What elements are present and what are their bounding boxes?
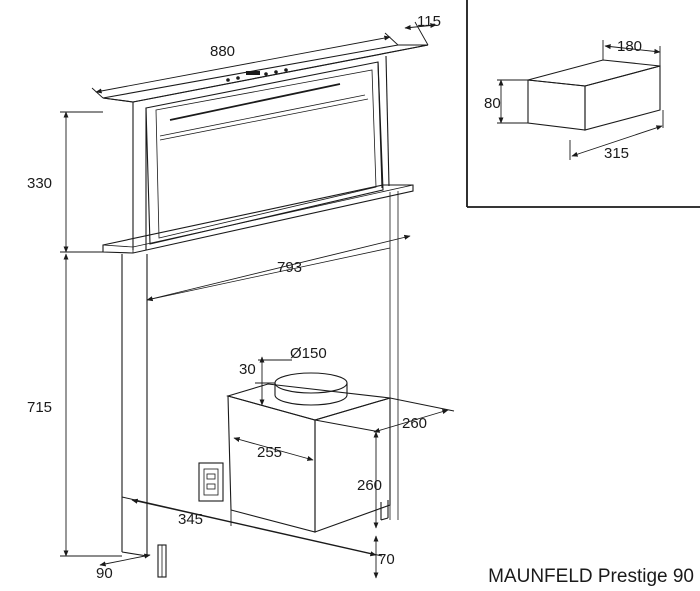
dim-inner-width: 793 <box>277 259 302 276</box>
dim-hood-height: 330 <box>27 175 52 192</box>
dim-column-height: 715 <box>27 399 52 416</box>
inset-dim-length: 315 <box>604 145 629 162</box>
dim-base-depth: 90 <box>96 565 113 582</box>
dim-motor-offset: 345 <box>178 511 203 528</box>
motor-unit <box>198 372 391 533</box>
dim-motor-depth: 260 <box>402 415 427 432</box>
dimension-lines <box>60 21 455 579</box>
dimension-labels: 880 115 330 793 715 90 345 255 260 260 Ø… <box>27 13 441 582</box>
dim-hood-depth: 115 <box>417 13 441 30</box>
dim-motor-height: 260 <box>357 477 382 494</box>
inset-dim-width: 180 <box>617 38 642 55</box>
inset-panel: 180 80 315 <box>466 0 700 208</box>
inset-dim-height: 80 <box>484 95 501 112</box>
dim-foot-height: 70 <box>378 551 395 568</box>
dim-outlet-height: 30 <box>239 361 256 378</box>
dim-motor-width: 255 <box>257 444 282 461</box>
hood-body <box>102 44 429 254</box>
dim-hood-width: 880 <box>210 43 235 60</box>
dim-outlet-diameter: Ø150 <box>290 345 327 362</box>
model-caption: MAUNFELD Prestige 90 <box>488 566 694 587</box>
